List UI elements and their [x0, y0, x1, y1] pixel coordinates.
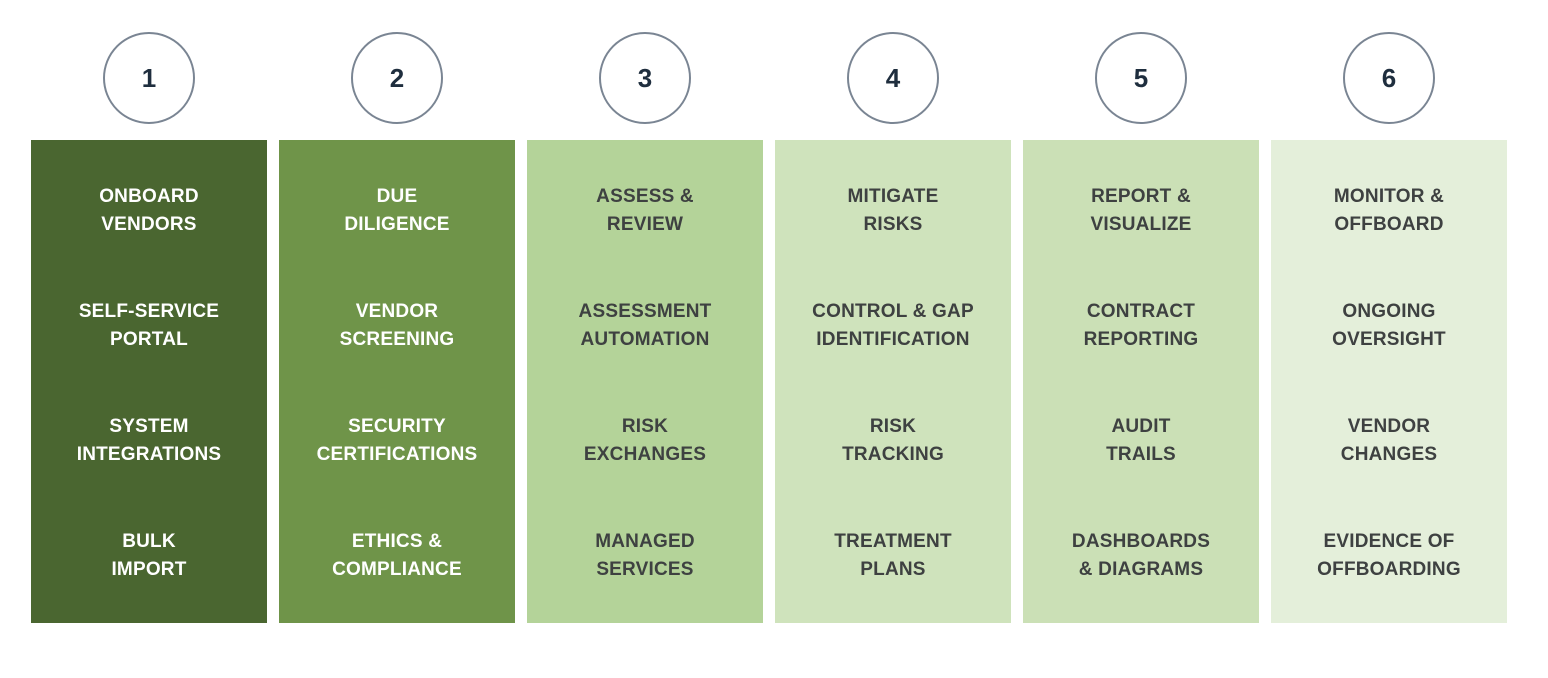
step-1-number-circle: 1	[103, 32, 195, 124]
step-1-item-2: SELF-SERVICE PORTAL	[78, 301, 220, 351]
step-5-number: 5	[1133, 62, 1149, 93]
step-3-item-3: RISK EXCHANGES	[583, 415, 707, 465]
step-5-box: REPORT & VISUALIZE CONTRACT REPORTING AU…	[1023, 140, 1259, 623]
step-4-item-1: MITIGATE RISKS	[847, 186, 939, 236]
step-5-item-4: DASHBOARDS & DIAGRAMS	[1071, 530, 1211, 580]
step-column-6: 6 MONITOR & OFFBOARD ONGOING OVERSIGHT V…	[1271, 32, 1507, 623]
step-1-item-4: BULK IMPORT	[111, 530, 187, 580]
step-6-item-3: VENDOR CHANGES	[1340, 415, 1438, 465]
step-6-number: 6	[1381, 62, 1397, 93]
step-6-box: MONITOR & OFFBOARD ONGOING OVERSIGHT VEN…	[1271, 140, 1507, 623]
step-5-item-3: AUDIT TRAILS	[1106, 415, 1176, 465]
step-1-item-3: SYSTEM INTEGRATIONS	[76, 415, 222, 465]
step-4-item-2: CONTROL & GAP IDENTIFICATION	[812, 301, 974, 351]
step-2-number: 2	[389, 62, 405, 93]
step-2-item-3: SECURITY CERTIFICATIONS	[316, 415, 478, 465]
step-2-item-1: DUE DILIGENCE	[344, 186, 450, 236]
step-6-item-4: EVIDENCE OF OFFBOARDING	[1317, 530, 1461, 580]
step-3-number: 3	[637, 62, 653, 93]
step-5-number-circle: 5	[1095, 32, 1187, 124]
step-4-number: 4	[885, 62, 901, 93]
step-column-5: 5 REPORT & VISUALIZE CONTRACT REPORTING …	[1023, 32, 1259, 623]
step-6-item-2: ONGOING OVERSIGHT	[1332, 301, 1446, 351]
step-4-item-3: RISK TRACKING	[842, 415, 944, 465]
step-column-2: 2 DUE DILIGENCE VENDOR SCREENING SECURIT…	[279, 32, 515, 623]
step-2-box: DUE DILIGENCE VENDOR SCREENING SECURITY …	[279, 140, 515, 623]
step-3-box: ASSESS & REVIEW ASSESSMENT AUTOMATION RI…	[527, 140, 763, 623]
step-5-item-1: REPORT & VISUALIZE	[1090, 186, 1192, 236]
step-1-item-1: ONBOARD VENDORS	[99, 186, 199, 236]
step-6-number-circle: 6	[1343, 32, 1435, 124]
step-column-3: 3 ASSESS & REVIEW ASSESSMENT AUTOMATION …	[527, 32, 763, 623]
step-5-item-2: CONTRACT REPORTING	[1083, 301, 1199, 351]
step-2-item-4: ETHICS & COMPLIANCE	[332, 530, 462, 580]
step-4-number-circle: 4	[847, 32, 939, 124]
step-3-item-4: MANAGED SERVICES	[595, 530, 695, 580]
process-diagram: 1 ONBOARD VENDORS SELF-SERVICE PORTAL SY…	[31, 32, 1507, 623]
step-column-4: 4 MITIGATE RISKS CONTROL & GAP IDENTIFIC…	[775, 32, 1011, 623]
step-2-number-circle: 2	[351, 32, 443, 124]
step-3-item-1: ASSESS & REVIEW	[596, 186, 694, 236]
step-6-item-1: MONITOR & OFFBOARD	[1333, 186, 1445, 236]
step-4-box: MITIGATE RISKS CONTROL & GAP IDENTIFICAT…	[775, 140, 1011, 623]
step-3-item-2: ASSESSMENT AUTOMATION	[578, 301, 712, 351]
step-1-number: 1	[141, 62, 157, 93]
step-1-box: ONBOARD VENDORS SELF-SERVICE PORTAL SYST…	[31, 140, 267, 623]
step-3-number-circle: 3	[599, 32, 691, 124]
step-column-1: 1 ONBOARD VENDORS SELF-SERVICE PORTAL SY…	[31, 32, 267, 623]
step-2-item-2: VENDOR SCREENING	[339, 301, 455, 351]
step-4-item-4: TREATMENT PLANS	[834, 530, 952, 580]
